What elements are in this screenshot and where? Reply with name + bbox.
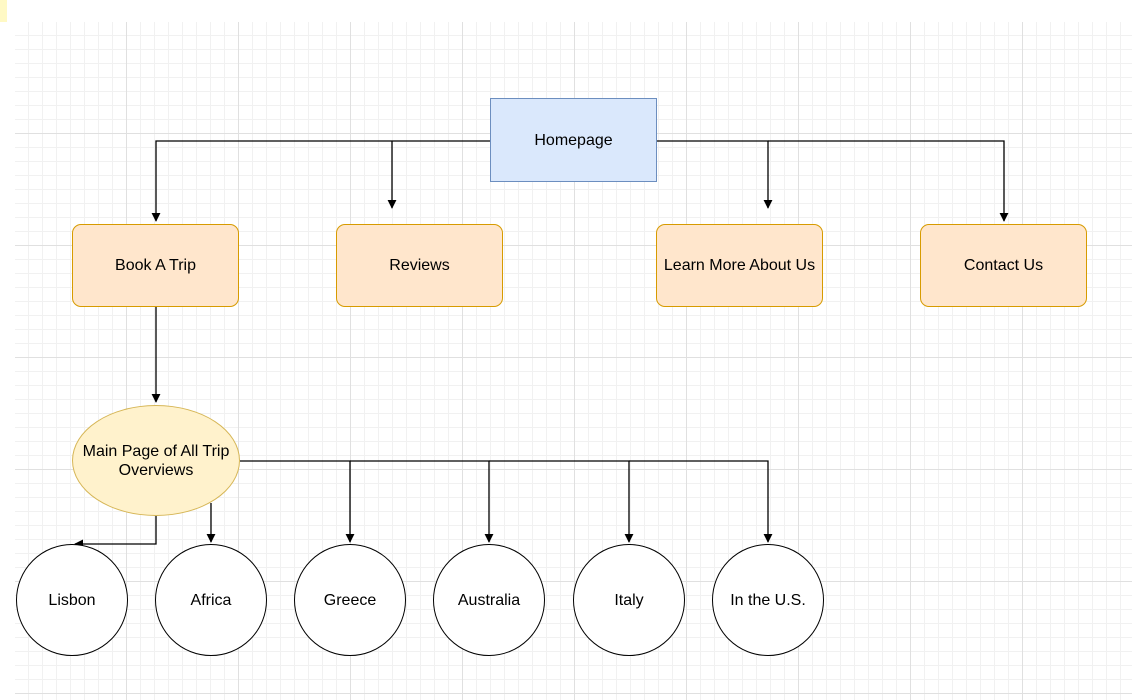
reviews-label: Reviews (389, 257, 450, 274)
contact-us-label: Contact Us (963, 257, 1044, 274)
contact-us-node[interactable]: Contact Us (920, 224, 1087, 307)
book-a-trip-label: Book A Trip (115, 257, 196, 274)
learn-more-about-us-label: Learn More About Us (663, 257, 816, 274)
reviews-node[interactable]: Reviews (336, 224, 503, 307)
africa-label: Africa (190, 591, 232, 609)
connector-homepage-to-contact-us[interactable] (768, 140, 1009, 222)
connector-overview-to-greece[interactable] (240, 460, 355, 543)
trip-overviews-label: Main Page of All Trip Overviews (82, 442, 230, 479)
connector-overview-to-italy[interactable] (489, 460, 634, 543)
africa-node[interactable]: Africa (155, 544, 267, 656)
connector-homepage-to-learn-more[interactable] (657, 140, 773, 209)
australia-node[interactable]: Australia (433, 544, 545, 656)
in-the-us-node[interactable]: In the U.S. (712, 544, 824, 656)
learn-more-about-us-node[interactable]: Learn More About Us (656, 224, 823, 307)
connector-overview-to-lisbon[interactable] (74, 516, 157, 549)
australia-label: Australia (457, 591, 521, 609)
connector-homepage-to-book-a-trip[interactable] (151, 140, 490, 222)
canvas-corner-marker (0, 0, 7, 22)
connector-overview-to-in-the-us[interactable] (629, 460, 773, 543)
italy-node[interactable]: Italy (573, 544, 685, 656)
in-the-us-label: In the U.S. (730, 591, 806, 609)
italy-label: Italy (614, 591, 644, 609)
homepage-node[interactable]: Homepage (490, 98, 657, 182)
trip-overviews-node[interactable]: Main Page of All Trip Overviews (72, 405, 240, 516)
lisbon-label: Lisbon (48, 591, 96, 609)
connector-overview-to-australia[interactable] (350, 460, 494, 543)
greece-node[interactable]: Greece (294, 544, 406, 656)
lisbon-node[interactable]: Lisbon (16, 544, 128, 656)
greece-label: Greece (323, 591, 377, 609)
homepage-label: Homepage (534, 131, 613, 149)
book-a-trip-node[interactable]: Book A Trip (72, 224, 239, 307)
